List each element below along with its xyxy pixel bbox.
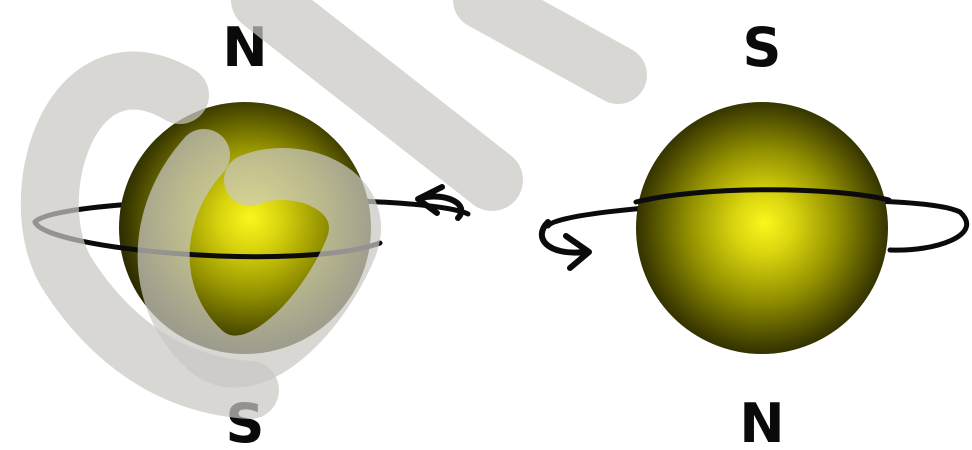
right-sphere	[636, 102, 888, 354]
right-top-pole-label: S	[743, 16, 782, 79]
right-bottom-pole-label: N	[739, 392, 784, 450]
